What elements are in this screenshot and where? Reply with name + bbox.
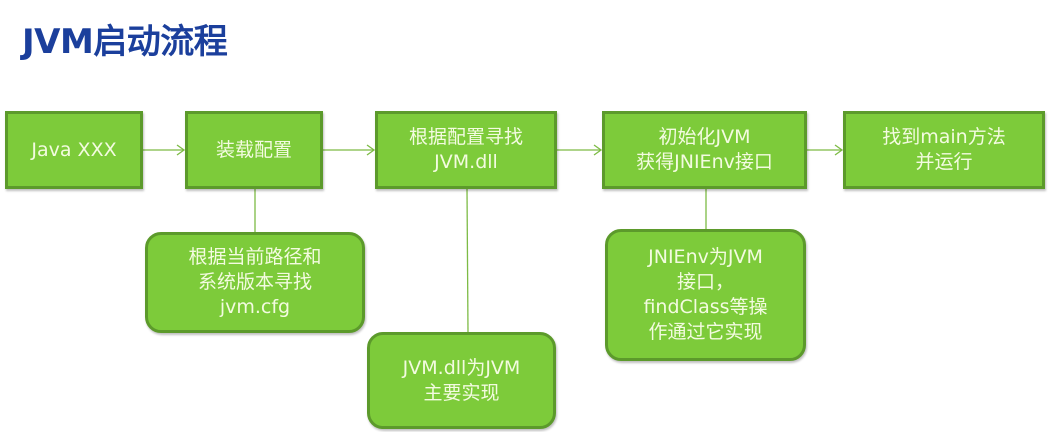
note-find-jvm-cfg: 根据当前路径和 系统版本寻找 jvm.cfg [145,232,365,333]
note-link-2 [466,188,469,333]
note-jvm-dll: JVM.dll为JVM 主要实现 [367,332,556,429]
note-jnienv: JNIEnv为JVM 接口， findClass等操 作通过它实现 [605,229,806,361]
step-init-jvm: 初始化JVM 获得JNIEnv接口 [602,111,807,189]
step-java-xxx: Java XXX [5,111,143,189]
arrow-step4-to-step5 [807,144,844,156]
step-find-jvm-dll: 根据配置寻找 JVM.dll [375,111,557,189]
arrow-step1-to-step2 [143,144,186,156]
arrow-step3-to-step4 [557,144,603,156]
page-title: JVM启动流程 [22,22,228,62]
step-load-config: 装载配置 [185,111,323,189]
step-run-main: 找到main方法 并运行 [843,111,1045,189]
arrow-step2-to-step3 [323,144,376,156]
